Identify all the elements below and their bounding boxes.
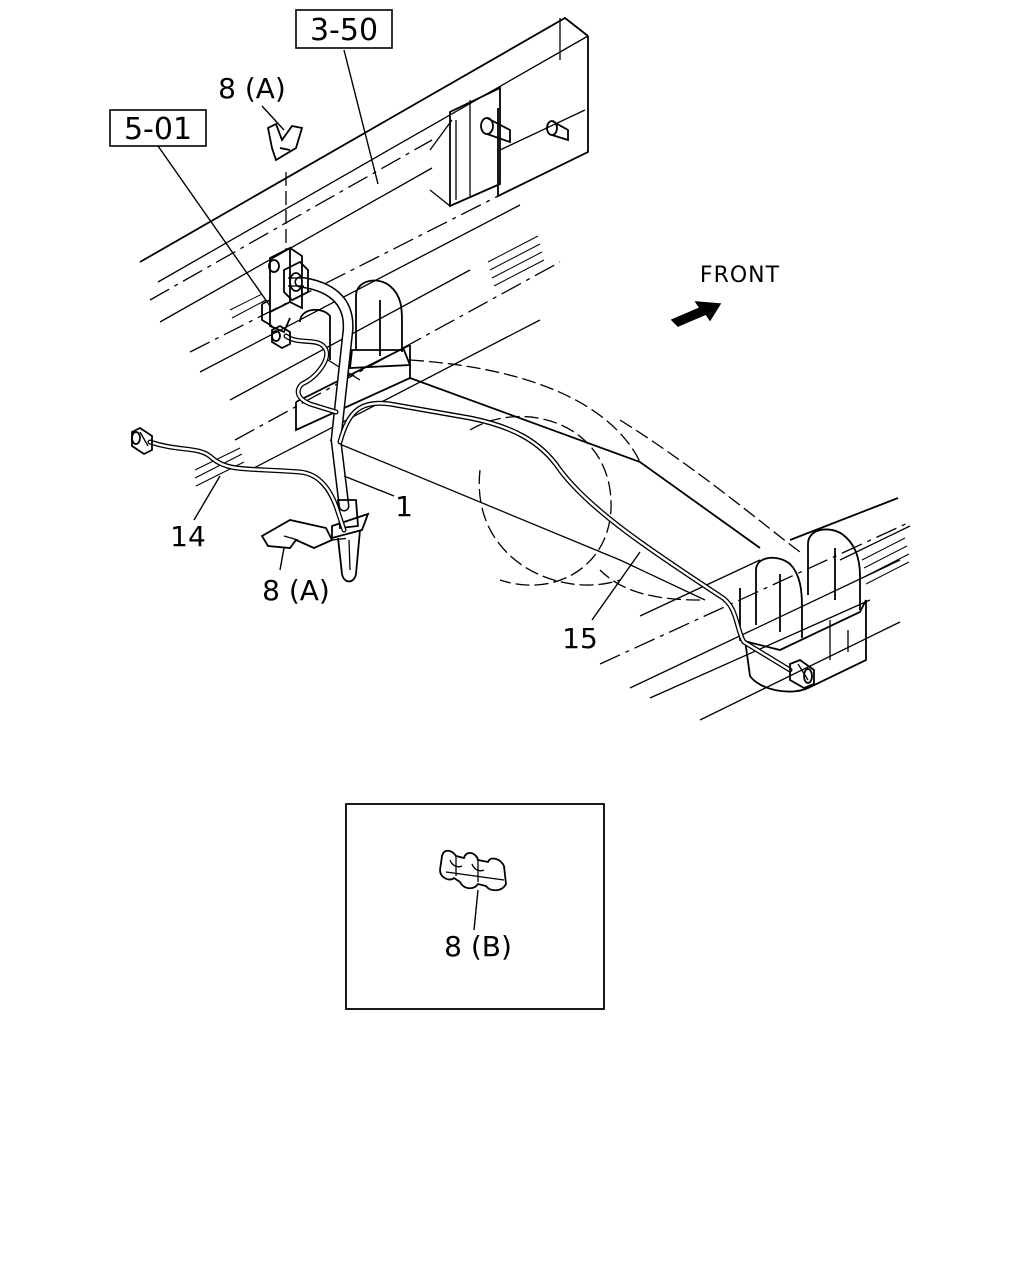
leader-pipe-14 <box>193 475 221 521</box>
callout-pipe-15: 15 <box>562 622 598 655</box>
leader-clip-8a-bottom <box>279 547 285 571</box>
clip-8a-upper <box>266 122 304 250</box>
brake-pipe-14 <box>131 426 347 533</box>
leader-clip-8b <box>473 889 479 931</box>
leader-pipe-15 <box>591 551 641 621</box>
callout-clip-8b: 8 (B) <box>444 930 512 963</box>
leader-clip-8a-top <box>261 105 285 131</box>
crossmember-bolt <box>480 117 511 144</box>
callout-clip-8a-top: 8 (A) <box>218 72 286 105</box>
rear-axle <box>295 279 911 721</box>
frame-rail <box>139 16 589 487</box>
crossmember-bolt <box>546 120 569 142</box>
inset-detail-box <box>345 803 605 1010</box>
arrow-front-icon <box>670 301 722 327</box>
brake-pipe-15 <box>337 400 815 689</box>
ref-box-5-01: 5-01 <box>109 109 207 147</box>
callout-hose-1: 1 <box>395 490 413 523</box>
callout-clip-8a-bottom: 8 (A) <box>262 574 330 607</box>
left-spring-ubolt <box>299 279 412 381</box>
ref-label-5-01: 5-01 <box>124 112 192 147</box>
hose-bracket <box>261 246 303 334</box>
brake-pipe-left-branch <box>271 324 339 415</box>
frame-hatching <box>861 537 910 585</box>
clip-8b <box>439 849 507 892</box>
leader-hose-1 <box>343 475 395 497</box>
leader-3-50 <box>343 49 379 185</box>
leader-5-01 <box>157 145 271 307</box>
callout-pipe-14: 14 <box>170 520 206 553</box>
clip-8a-lower <box>260 519 351 549</box>
front-direction-label: FRONT <box>700 263 780 288</box>
ref-box-3-50: 3-50 <box>295 9 393 49</box>
ref-label-3-50: 3-50 <box>310 13 378 48</box>
